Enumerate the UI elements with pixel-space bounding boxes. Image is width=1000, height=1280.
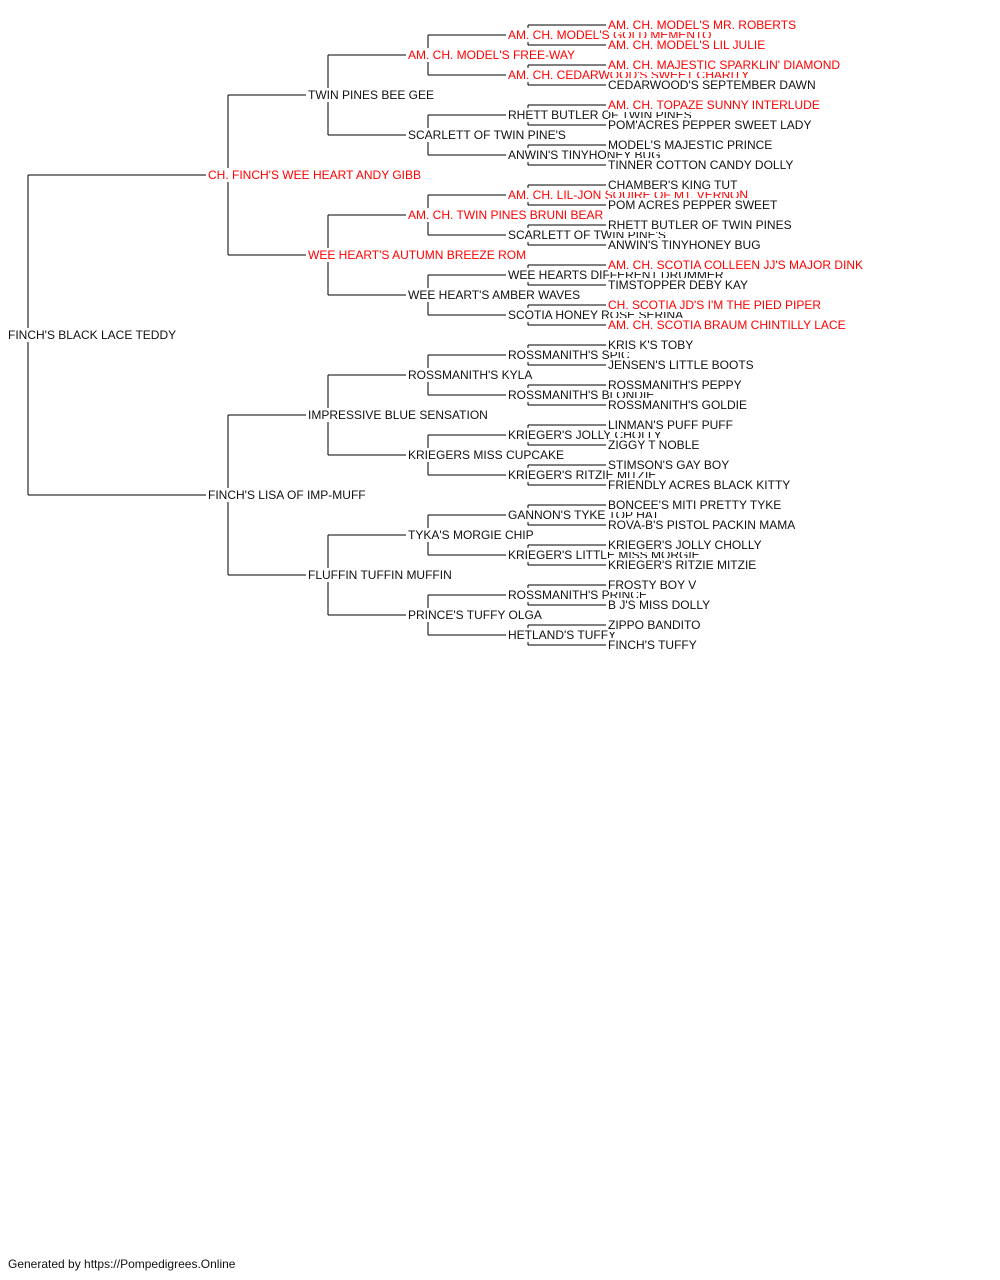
gen4-ancestor-name: ROSSMANITH'S SPIC xyxy=(508,348,631,362)
grandparent-name: IMPRESSIVE BLUE SENSATION xyxy=(308,408,489,422)
gen5-ancestor-name: CHAMBER'S KING TUT xyxy=(608,178,739,192)
gen5-ancestor-name: ZIPPO BANDITO xyxy=(608,618,702,632)
gen5-ancestor-name: AM. CH. MODEL'S LIL JULIE xyxy=(608,38,767,52)
great-grandparent-name: AM. CH. TWIN PINES BRUNI BEAR xyxy=(408,208,605,222)
gen5-ancestor-name: AM. CH. SCOTIA BRAUM CHINTILLY LACE xyxy=(608,318,847,332)
great-grandparent-name: KRIEGERS MISS CUPCAKE xyxy=(408,448,566,462)
great-grandparent-name: SCARLETT OF TWIN PINE'S xyxy=(408,128,567,142)
gen5-ancestor-name: KRIS K'S TOBY xyxy=(608,338,695,352)
gen5-ancestor-name: LINMAN'S PUFF PUFF xyxy=(608,418,734,432)
great-grandparent-name: TYKA'S MORGIE CHIP xyxy=(408,528,535,542)
gen5-ancestor-name: FINCH'S TUFFY xyxy=(608,638,698,652)
great-grandparent-name: WEE HEART'S AMBER WAVES xyxy=(408,288,582,302)
gen5-ancestor-name: AM. CH. MAJESTIC SPARKLIN' DIAMOND xyxy=(608,58,842,72)
gen5-ancestor-name: TIMSTOPPER DEBY KAY xyxy=(608,278,750,292)
gen5-ancestor-name: KRIEGER'S JOLLY CHOLLY xyxy=(608,538,763,552)
gen5-ancestor-name: POM ACRES PEPPER SWEET xyxy=(608,198,779,212)
parent-name: CH. FINCH'S WEE HEART ANDY GIBB xyxy=(208,168,422,182)
gen5-ancestor-name: STIMSON'S GAY BOY xyxy=(608,458,731,472)
gen5-ancestor-name: BONCEE'S MITI PRETTY TYKE xyxy=(608,498,783,512)
gen5-ancestor-name: AM. CH. SCOTIA COLLEEN JJ'S MAJOR DINK xyxy=(608,258,864,272)
gen5-ancestor-name: AM. CH. TOPAZE SUNNY INTERLUDE xyxy=(608,98,821,112)
gen5-ancestor-name: ROSSMANITH'S PEPPY xyxy=(608,378,743,392)
parent-name: FINCH'S LISA OF IMP-MUFF xyxy=(208,488,367,502)
gen5-ancestor-name: CEDARWOOD'S SEPTEMBER DAWN xyxy=(608,78,817,92)
gen5-ancestor-name: ROVA-B'S PISTOL PACKIN MAMA xyxy=(608,518,797,532)
gen5-ancestor-name: JENSEN'S LITTLE BOOTS xyxy=(608,358,755,372)
gen5-ancestor-name: ANWIN'S TINYHONEY BUG xyxy=(608,238,762,252)
grandparent-name: FLUFFIN TUFFIN MUFFIN xyxy=(308,568,453,582)
gen5-ancestor-name: ZIGGY T NOBLE xyxy=(608,438,701,452)
gen5-ancestor-name: RHETT BUTLER OF TWIN PINES xyxy=(608,218,793,232)
grandparent-name: TWIN PINES BEE GEE xyxy=(308,88,436,102)
gen4-ancestor-name: HETLAND'S TUFFY xyxy=(508,628,618,642)
gen5-ancestor-name: KRIEGER'S RITZIE MITZIE xyxy=(608,558,758,572)
great-grandparent-name: ROSSMANITH'S KYLA xyxy=(408,368,534,382)
gen5-ancestor-name: AM. CH. MODEL'S MR. ROBERTS xyxy=(608,18,798,32)
gen5-ancestor-name: MODEL'S MAJESTIC PRINCE xyxy=(608,138,774,152)
gen5-ancestor-name: TINNER COTTON CANDY DOLLY xyxy=(608,158,795,172)
grandparent-name: WEE HEART'S AUTUMN BREEZE ROM xyxy=(308,248,528,262)
gen5-ancestor-name: B J'S MISS DOLLY xyxy=(608,598,712,612)
gen5-ancestor-name: CH. SCOTIA JD'S I'M THE PIED PIPER xyxy=(608,298,823,312)
great-grandparent-name: AM. CH. MODEL'S FREE-WAY xyxy=(408,48,576,62)
gen5-ancestor-name: POM'ACRES PEPPER SWEET LADY xyxy=(608,118,813,132)
footer-credit: Generated by https://Pompedigrees.Online xyxy=(8,1257,236,1271)
subject-name: FINCH'S BLACK LACE TEDDY xyxy=(8,328,178,342)
gen5-ancestor-name: ROSSMANITH'S GOLDIE xyxy=(608,398,748,412)
gen5-ancestor-name: FROSTY BOY V xyxy=(608,578,698,592)
gen5-ancestor-name: FRIENDLY ACRES BLACK KITTY xyxy=(608,478,792,492)
great-grandparent-name: PRINCE'S TUFFY OLGA xyxy=(408,608,543,622)
